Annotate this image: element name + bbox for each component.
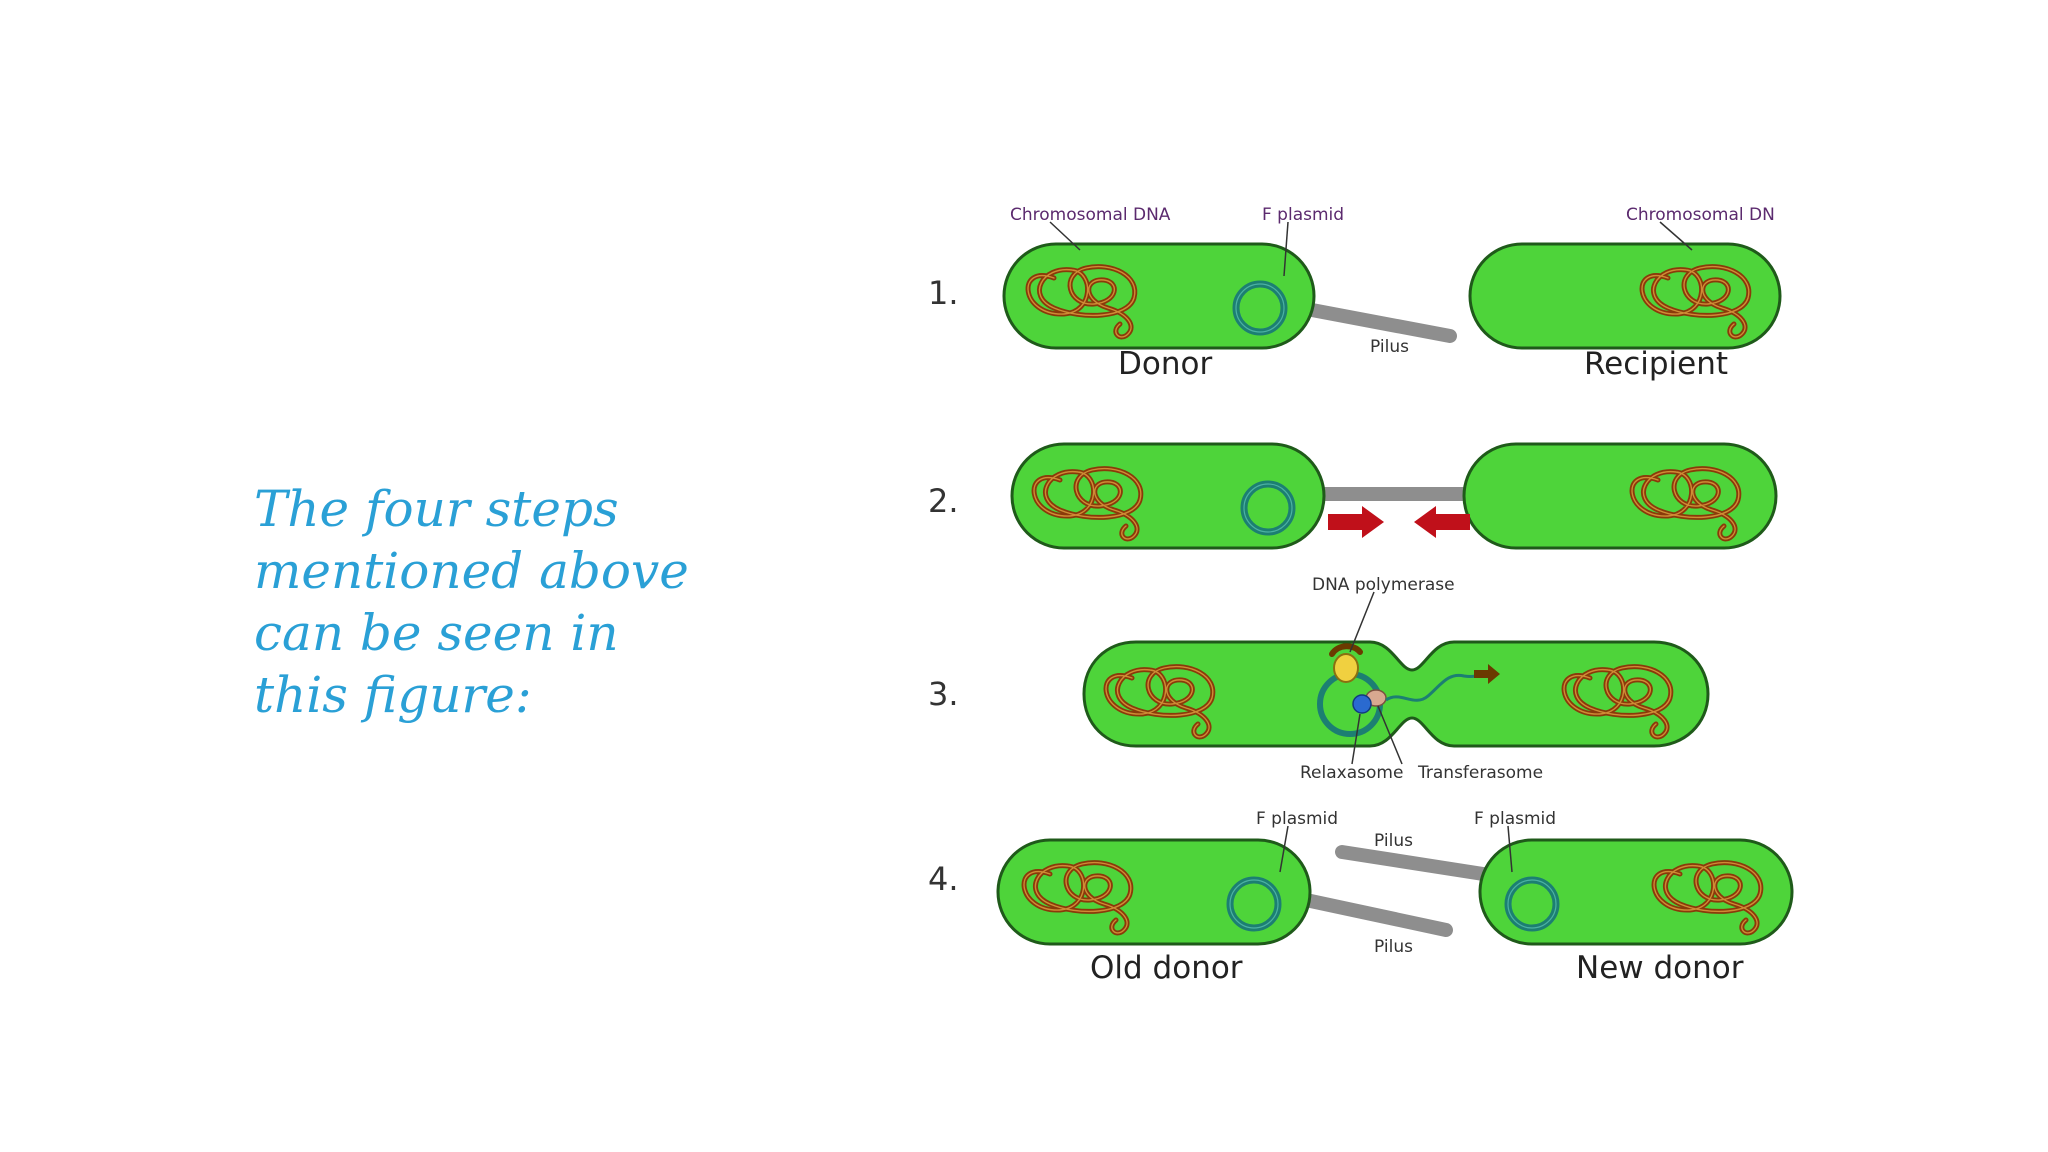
chromosomal-dna-label: Chromosomal DNA <box>1010 205 1171 225</box>
step-number-1: 1. <box>928 274 959 312</box>
dna-polymerase-icon <box>1329 643 1363 657</box>
step-3-group: DNA polymerase Relaxasome Transferasome <box>1082 575 1710 783</box>
recipient-cell-step2 <box>1462 442 1778 550</box>
step-4-group: F plasmid F plasmid Pilus Pilus Old dono… <box>996 809 1794 986</box>
caption-line-2: mentioned above <box>254 542 689 600</box>
mating-pair-cells <box>1082 640 1710 748</box>
recipient-cell-step1 <box>1468 242 1782 350</box>
pilus-step4-top <box>1335 845 1503 883</box>
pilus-top-label: Pilus <box>1374 831 1413 851</box>
relaxasome-icon <box>1352 694 1372 714</box>
new-donor-label: New donor <box>1576 950 1744 986</box>
dna-polymerase-label: DNA polymerase <box>1312 575 1455 595</box>
step-number-4: 4. <box>928 860 959 898</box>
relaxasome-label: Relaxasome <box>1300 763 1403 783</box>
pilus-step1 <box>1305 303 1457 343</box>
caption-line-1: The four steps <box>254 480 619 538</box>
transferasome-label: Transferasome <box>1417 763 1543 783</box>
f-plasmid-label: F plasmid <box>1262 205 1344 225</box>
pilus-label-step1: Pilus <box>1370 337 1409 357</box>
old-donor-label: Old donor <box>1090 950 1243 986</box>
pilus-bottom-label: Pilus <box>1374 937 1413 957</box>
caption-text: The four steps mentioned above can be se… <box>254 478 774 726</box>
f-plasmid-right-label: F plasmid <box>1474 809 1556 829</box>
f-plasmid-left-label: F plasmid <box>1256 809 1338 829</box>
caption-line-3: can be seen in <box>254 604 619 662</box>
dna-polymerase-icon <box>1333 653 1359 683</box>
step-2-group <box>1010 442 1778 550</box>
step-number-2: 2. <box>928 482 959 520</box>
arrow-right-icon <box>1474 664 1500 684</box>
recipient-label: Recipient <box>1584 346 1728 382</box>
step-number-3: 3. <box>928 675 959 713</box>
donor-label: Donor <box>1118 346 1212 382</box>
arrow-right-icon <box>1328 506 1384 538</box>
arrow-left-icon <box>1414 506 1470 538</box>
caption-line-4: this figure: <box>254 666 532 724</box>
chromosomal-dna-label-right: Chromosomal DN <box>1626 205 1775 225</box>
step-1-group: Chromosomal DNA F plasmid Chromosomal DN… <box>1002 205 1782 382</box>
pilus-step4-bottom <box>1299 893 1453 937</box>
